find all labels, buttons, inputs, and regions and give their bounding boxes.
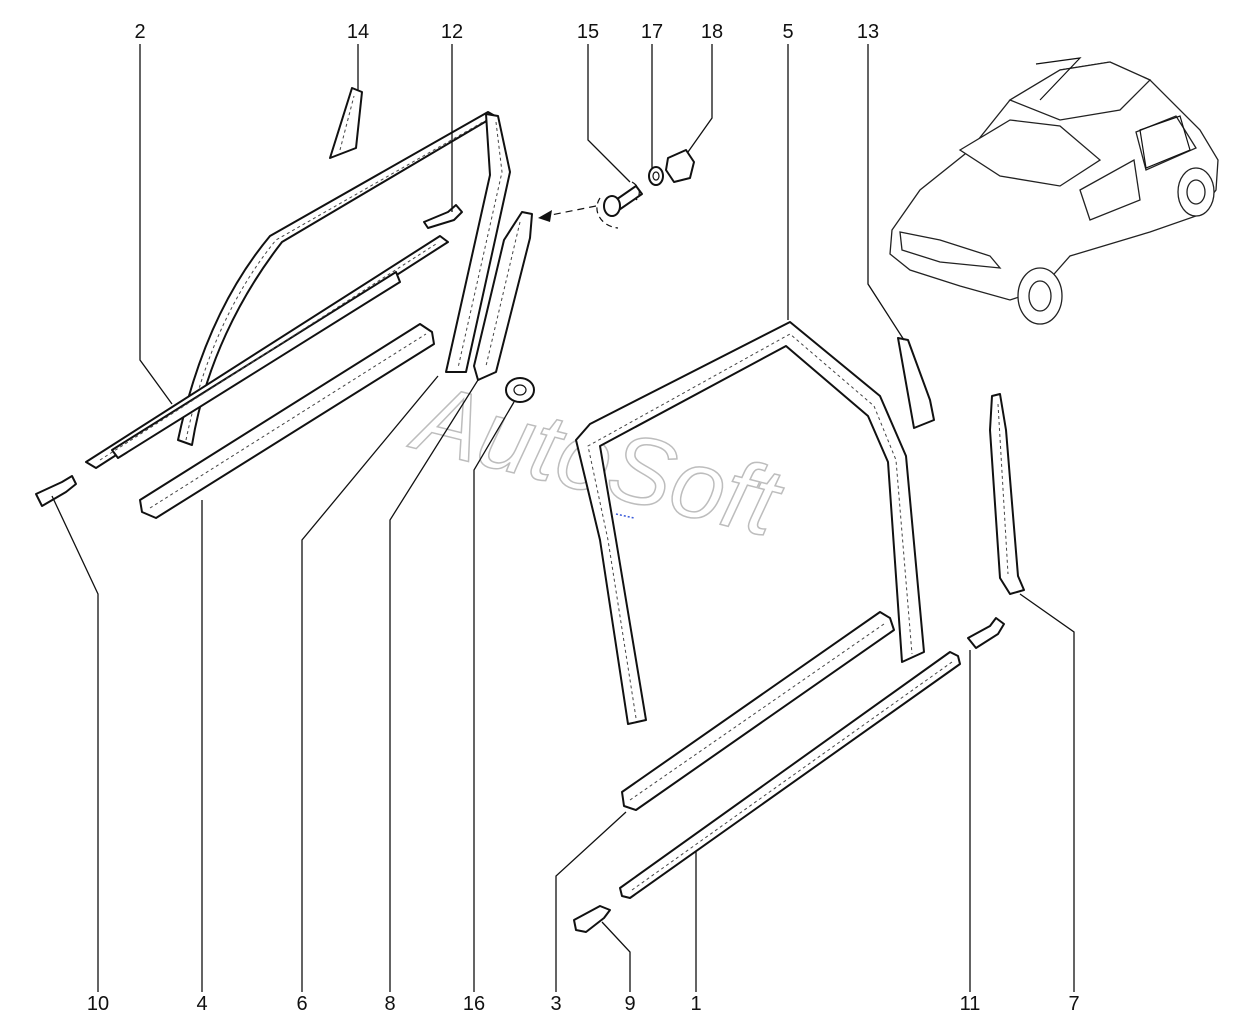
part-inner-belt-strip — [85, 235, 449, 469]
part-rear-quarter-trim-13 — [897, 337, 935, 429]
part-front-outer-belt-moulding — [139, 323, 435, 519]
callout-14: 14 — [347, 21, 369, 43]
part-end-cap-10 — [35, 475, 77, 507]
callout-2: 2 — [134, 21, 145, 43]
callout-9: 9 — [624, 993, 635, 1015]
callout-17: 17 — [641, 21, 663, 43]
assembly-arrow — [538, 205, 597, 222]
callout-12: 12 — [441, 21, 463, 43]
callout-5: 5 — [782, 21, 793, 43]
part-washer-17 — [648, 166, 664, 186]
callout-8: 8 — [384, 993, 395, 1015]
callout-18: 18 — [701, 21, 723, 43]
leader-lines — [51, 44, 1075, 992]
callout-11: 11 — [960, 993, 981, 1015]
callout-10: 10 — [87, 993, 109, 1015]
part-end-cap-9 — [573, 905, 611, 933]
part-clip-nut-18 — [665, 149, 695, 183]
part-b-pillar-trim-8 — [473, 211, 533, 381]
part-triangular-trim-14 — [329, 87, 363, 159]
part-rear-door-frame-seal — [575, 321, 925, 725]
part-rear-pillar-trim-7 — [989, 393, 1025, 595]
callout-4: 4 — [196, 993, 207, 1015]
part-clip-12 — [423, 204, 463, 229]
callout-6: 6 — [296, 993, 307, 1015]
part-end-cap-11 — [967, 617, 1005, 649]
part-bolt-15 — [596, 181, 643, 229]
callout-3: 3 — [550, 993, 561, 1015]
center-mark — [615, 513, 635, 519]
part-rear-inner-belt-strip-3 — [621, 611, 895, 811]
callout-13: 13 — [857, 21, 879, 43]
callout-15: 15 — [577, 21, 599, 43]
part-rear-outer-belt-moulding-1 — [619, 651, 961, 899]
part-nut-16 — [505, 377, 535, 403]
car-illustration — [889, 57, 1219, 325]
callout-labels: 2 14 12 15 17 18 5 13 10 4 6 8 16 3 9 1 … — [87, 21, 1080, 1015]
callout-1: 1 — [690, 993, 701, 1015]
part-front-door-rear-upright-seal — [445, 113, 511, 373]
callout-7: 7 — [1068, 993, 1079, 1015]
callout-16: 16 — [463, 993, 485, 1015]
